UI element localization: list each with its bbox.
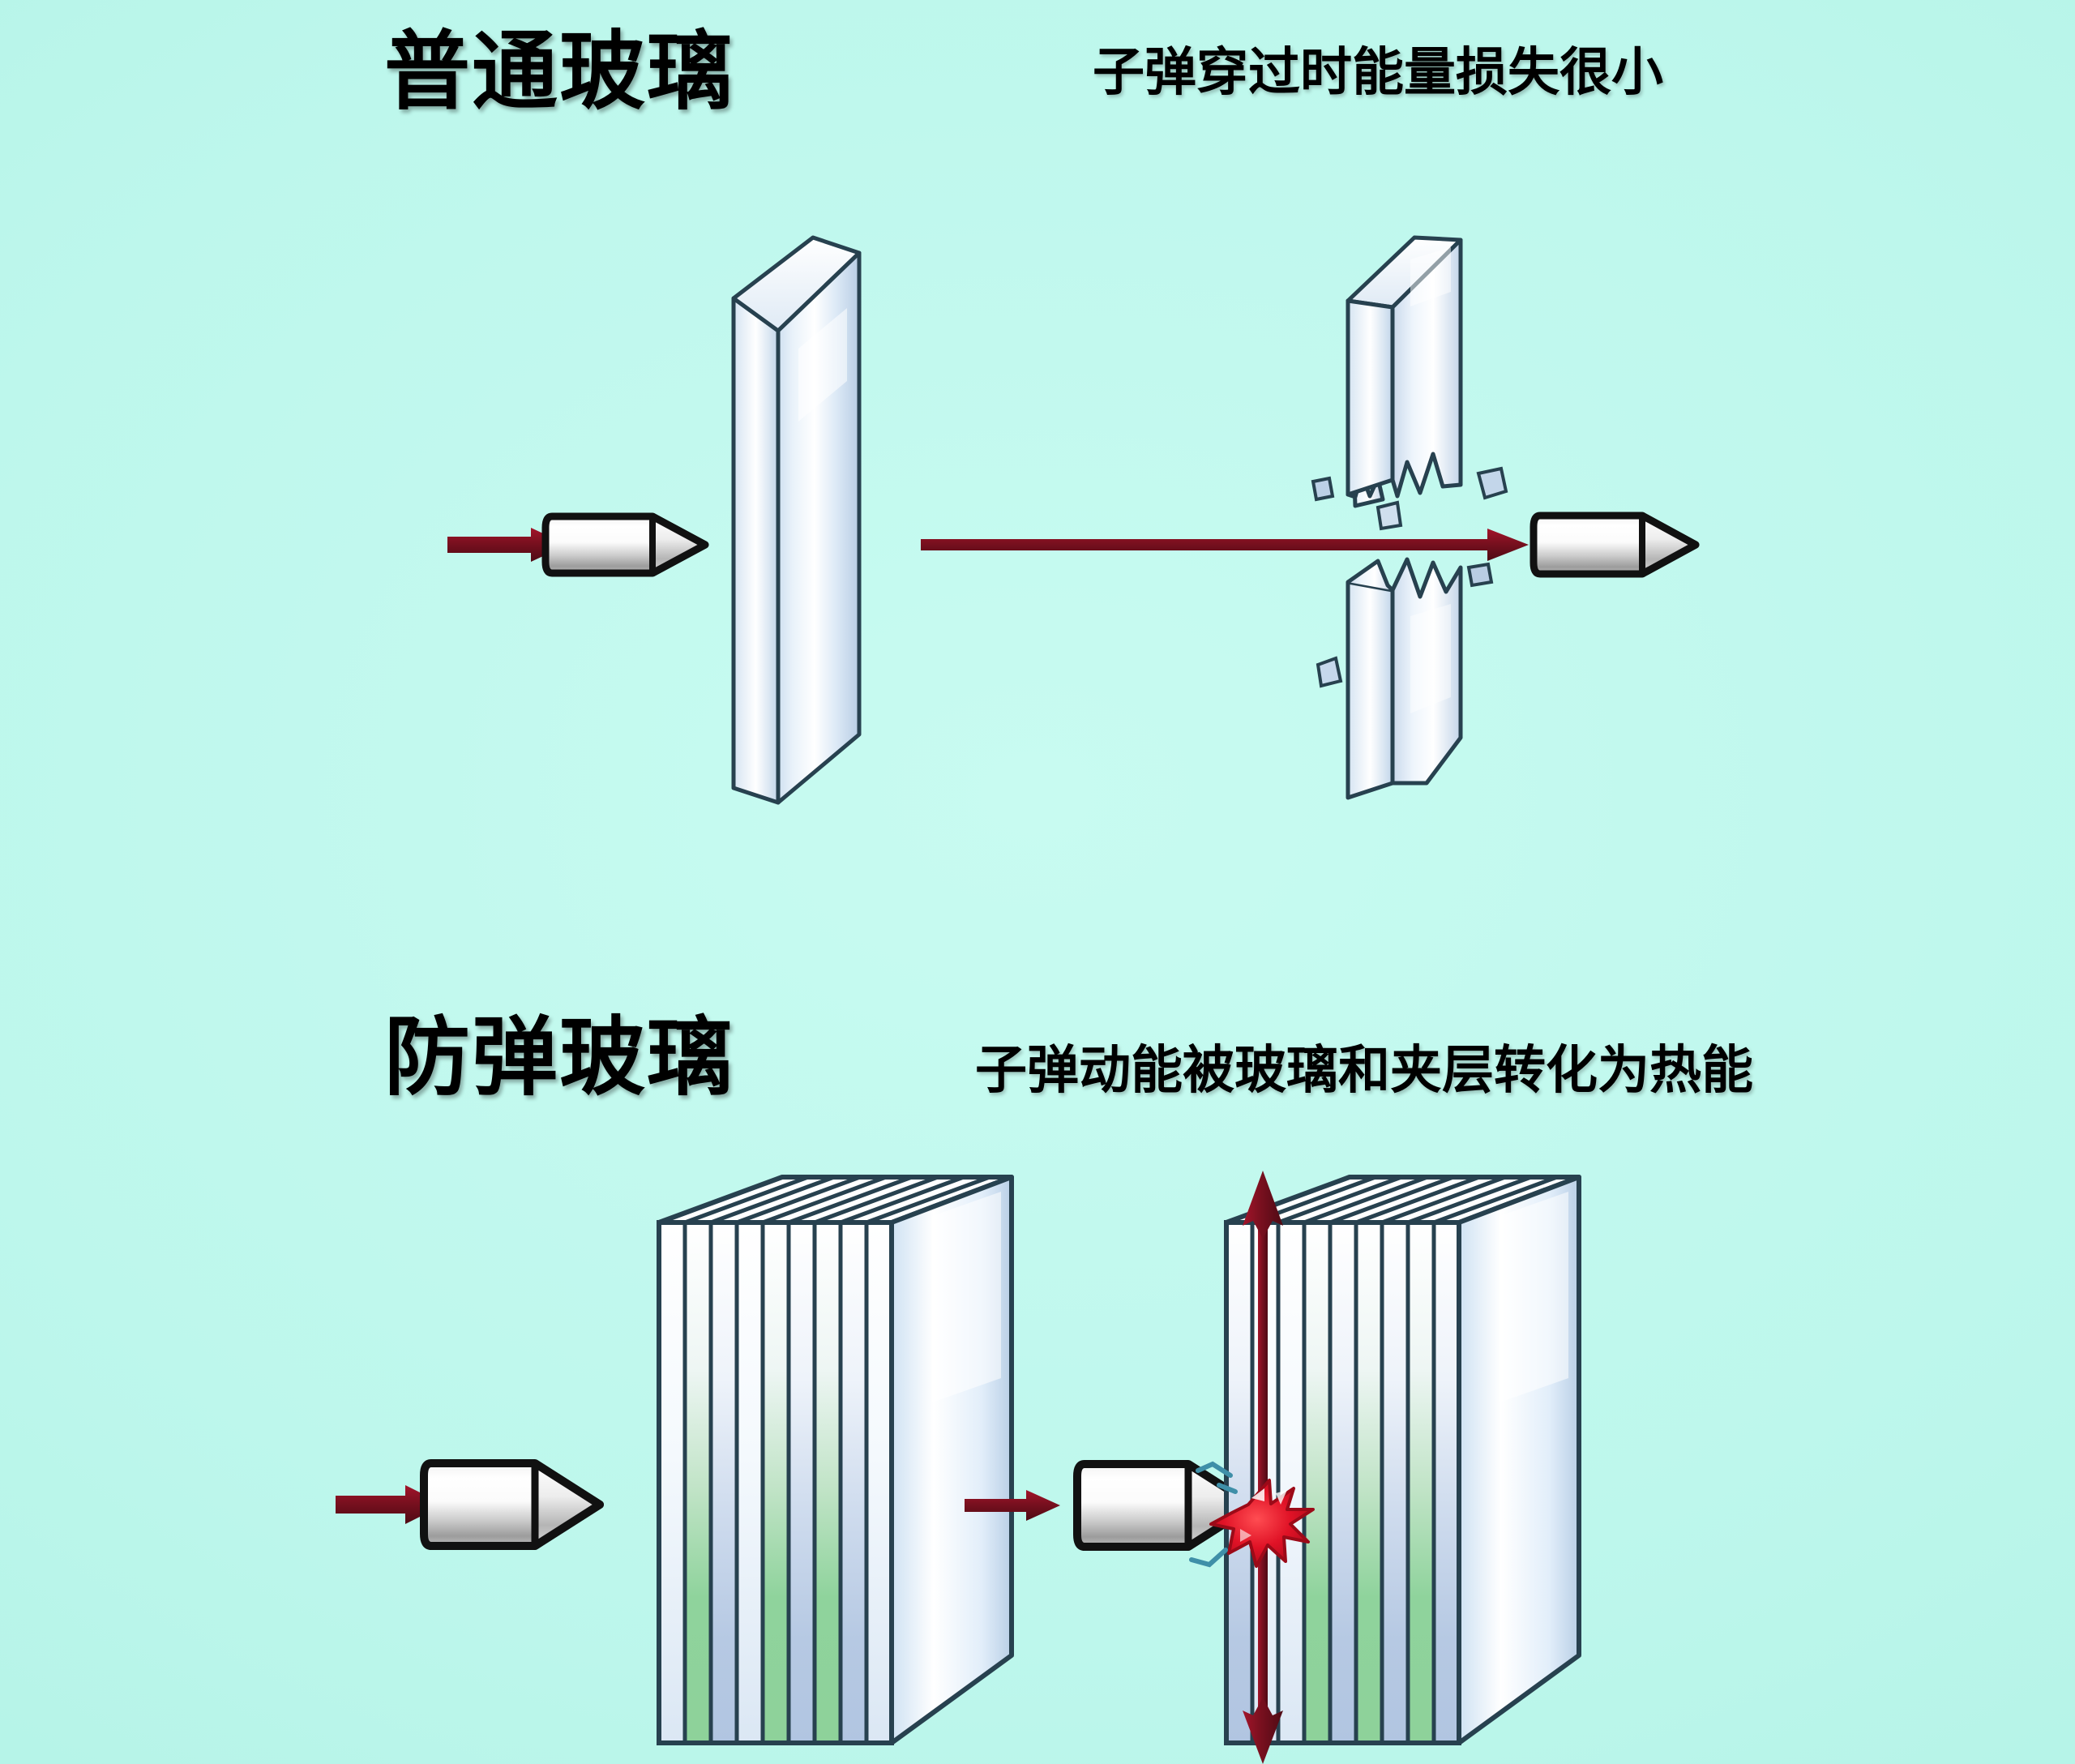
laminated-glass-block-impacted: [1224, 1175, 1581, 1745]
incoming-direction-arrow-top: [447, 528, 567, 562]
impact-crack-marks: [1189, 1461, 1238, 1568]
shattered-glass-pane-lower-shard: [1346, 557, 1463, 800]
bullet-stopped: [1073, 1460, 1257, 1551]
page-title-bulletproof-glass: 防弹玻璃: [384, 1010, 734, 1106]
caption-bulletproof-glass: 子弹动能被玻璃和夹层转化为热能: [975, 1041, 1753, 1099]
bullet-incoming-top: [541, 512, 709, 577]
impact-point-marker-arrow: [965, 1490, 1060, 1521]
bullet-incoming-bottom: [420, 1459, 604, 1550]
penetration-trajectory-arrow: [921, 529, 1529, 561]
shattered-glass-pane-upper-shard: [1346, 235, 1463, 508]
bullet-exiting-top: [1530, 512, 1700, 578]
impact-burst-star: [1209, 1479, 1315, 1568]
page-title-ordinary-glass: 普通玻璃: [384, 24, 734, 120]
energy-dissipation-arrow: [1243, 1171, 1283, 1764]
caption-ordinary-glass: 子弹穿过时能量损失很小: [1093, 43, 1663, 101]
glass-debris-fragments: [1311, 466, 1508, 688]
incoming-direction-arrow-bottom: [336, 1485, 444, 1524]
ordinary-glass-pane: [731, 235, 862, 805]
laminated-glass-block: [657, 1175, 1014, 1745]
